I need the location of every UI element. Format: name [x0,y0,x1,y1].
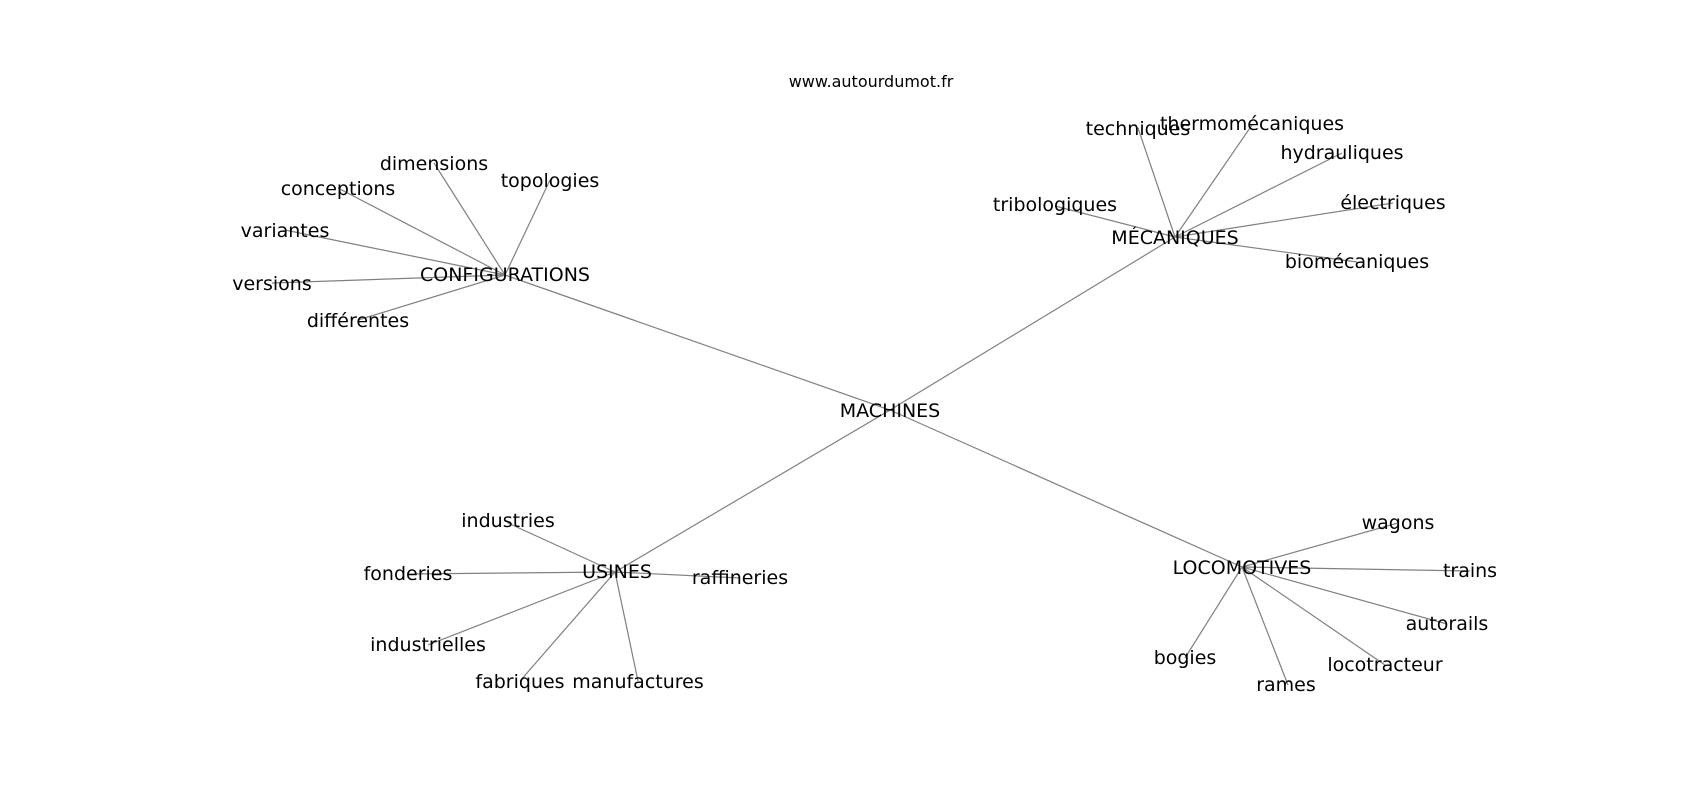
node-leaf-dimensions[interactable]: dimensions [380,153,488,175]
node-hub-mecaniques[interactable]: MÉCANIQUES [1111,226,1238,249]
edge-locomotives-rames [1241,566,1289,686]
edge-center-usines [614,409,891,573]
edge-locomotives-autorails [1241,566,1448,625]
edge-usines-industrielles [427,571,616,646]
edge-configurations-dimensions [433,162,506,276]
edge-locomotives-locotracteur [1241,566,1386,666]
node-leaf-fabriques[interactable]: fabriques [475,671,564,693]
edge-configurations-versions [271,274,506,284]
node-leaf-fonderies[interactable]: fonderies [364,563,453,585]
node-leaf-industrielles[interactable]: industrielles [370,634,486,656]
node-leaf-locotracteur[interactable]: locotracteur [1327,654,1443,676]
edge-configurations-topologies [504,179,551,276]
node-hub-locomotives[interactable]: LOCOMOTIVES [1173,557,1312,579]
node-leaf-versions[interactable]: versions [232,273,312,295]
edge-mecaniques-tribologiques [1054,205,1176,238]
edge-usines-fabriques [519,571,616,682]
edge-center-locomotives [889,409,1243,568]
node-leaf-manufactures[interactable]: manufactures [572,671,704,693]
edge-locomotives-bogies [1184,566,1243,659]
edge-locomotives-wagons [1241,522,1399,568]
node-leaf-trains[interactable]: trains [1443,560,1497,582]
node-leaf-autorails[interactable]: autorails [1406,613,1489,635]
node-leaf-biomecaniques[interactable]: biomécaniques [1285,251,1429,273]
node-leaf-electriques[interactable]: électriques [1340,192,1445,214]
edge-mecaniques-thermomecaniques [1174,124,1253,238]
node-leaf-tribologiques[interactable]: tribologiques [993,194,1117,216]
node-leaf-topologies[interactable]: topologies [501,170,600,192]
node-center[interactable]: MACHINES [840,400,941,422]
edge-mecaniques-biomecaniques [1174,236,1358,263]
edge-usines-industries [507,522,616,573]
edge-usines-fonderies [407,571,616,575]
node-hub-configurations[interactable]: CONFIGURATIONS [420,264,590,286]
node-leaf-variantes[interactable]: variantes [241,220,330,242]
edge-locomotives-trains [1241,566,1471,572]
node-leaf-techniques[interactable]: techniques [1086,118,1191,140]
node-leaf-hydrauliques[interactable]: hydrauliques [1280,142,1403,164]
node-leaf-rames[interactable]: rames [1256,674,1316,696]
edge-usines-manufactures [614,571,639,682]
node-leaf-conceptions[interactable]: conceptions [281,178,396,200]
edge-configurations-variantes [284,229,506,276]
node-leaf-differentes[interactable]: différentes [307,310,409,332]
node-leaf-raffineries[interactable]: raffineries [692,567,788,589]
edge-center-configurations [504,274,891,411]
edge-mecaniques-electriques [1174,202,1394,238]
node-leaf-thermomecaniques[interactable]: thermomécaniques [1160,113,1344,135]
edge-center-mecaniques [889,236,1176,411]
edge-configurations-conceptions [337,187,506,276]
edge-usines-raffineries [614,571,741,579]
node-leaf-wagons[interactable]: wagons [1362,512,1435,534]
node-leaf-bogies[interactable]: bogies [1154,647,1217,669]
edge-mecaniques-techniques [1137,127,1176,238]
edge-mecaniques-hydrauliques [1174,152,1343,238]
edge-configurations-differentes [357,274,506,321]
site-url: www.autourdumot.fr [789,72,954,91]
node-leaf-industries[interactable]: industries [461,510,554,532]
node-hub-usines[interactable]: USINES [582,561,652,583]
